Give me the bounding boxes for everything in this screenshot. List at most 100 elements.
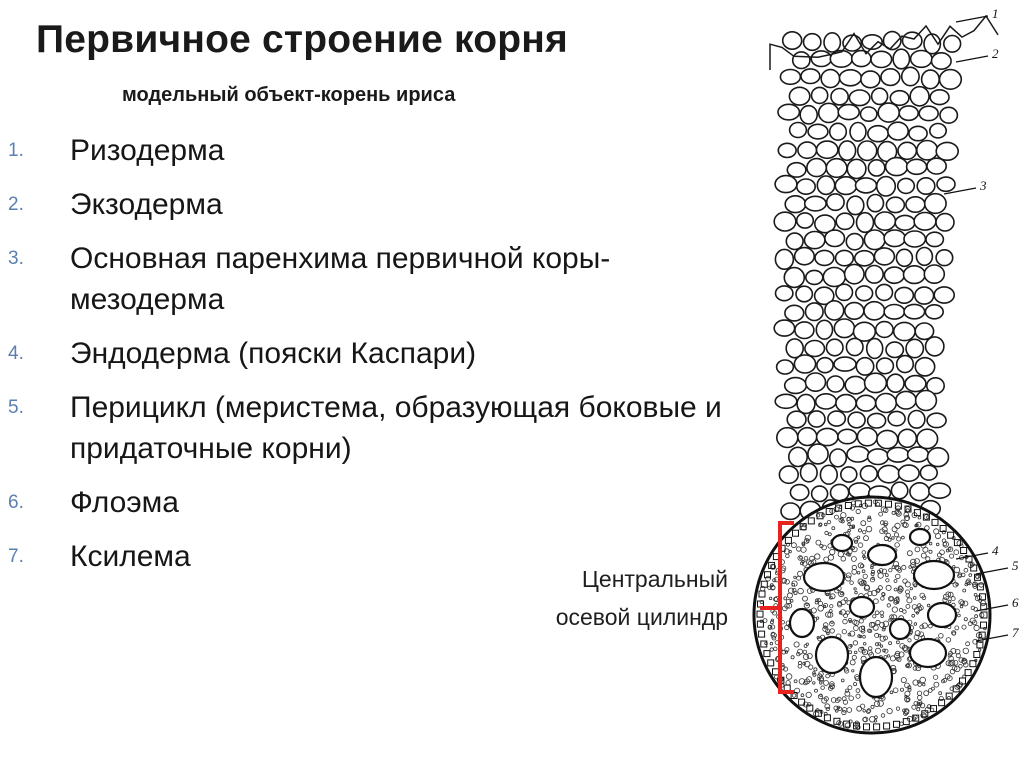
parenchyma-cell — [897, 428, 918, 449]
list-item: 6. Флоэма — [8, 482, 798, 523]
parenchyma-cell — [846, 445, 870, 463]
parenchyma-cell — [793, 354, 817, 374]
parenchyma-cell — [796, 178, 817, 195]
parenchyma-cell — [877, 464, 901, 484]
figure-number-label: 3 — [979, 178, 987, 193]
parenchyma-cell — [866, 193, 885, 213]
parenchyma-cell — [865, 337, 884, 360]
parenchyma-cell — [914, 322, 935, 341]
parenchyma-cell — [935, 212, 955, 232]
parenchyma-cell — [894, 286, 915, 304]
parenchyma-cell — [873, 247, 896, 266]
parenchyma-cell — [935, 141, 959, 162]
xylem-vessel — [788, 607, 816, 639]
parenchyma-cell — [886, 373, 905, 394]
parenchyma-cell — [924, 303, 945, 320]
parenchyma-cell — [840, 466, 858, 483]
parenchyma-cell — [844, 301, 865, 321]
figure-number-label: 1 — [992, 6, 999, 21]
parenchyma-cell — [774, 248, 795, 270]
parenchyma-cell — [825, 193, 845, 212]
parenchyma-cell — [925, 231, 945, 248]
parenchyma-cell — [905, 338, 925, 359]
parenchyma-cell — [843, 263, 865, 285]
central-cylinder-bracket — [760, 521, 794, 694]
list-item: 5. Перицикл (меристема, образующая боков… — [8, 387, 798, 469]
central-cylinder-caption: Центральный осевой цилиндр — [556, 560, 728, 636]
parenchyma-cell — [930, 51, 952, 70]
parenchyma-cell — [924, 336, 945, 357]
parenchyma-cell — [846, 195, 865, 216]
parenchyma-cell — [939, 106, 959, 124]
parenchyma-cell — [864, 264, 885, 284]
parenchyma-cell — [816, 175, 836, 196]
parenchyma-cell — [902, 265, 926, 285]
parenchyma-cell — [859, 465, 879, 483]
parenchyma-cell — [778, 465, 800, 485]
parenchyma-cell — [908, 125, 928, 142]
parenchyma-cell — [855, 211, 875, 234]
parenchyma-cell — [846, 158, 867, 180]
parenchyma-cell — [777, 142, 797, 159]
parenchyma-cell — [929, 122, 948, 139]
parenchyma-cell — [875, 283, 894, 302]
parenchyma-cell — [837, 428, 858, 445]
parenchyma-cell — [781, 30, 803, 50]
parenchyma-cell — [803, 195, 827, 212]
parenchyma-cell — [853, 249, 875, 267]
parenchyma-cell — [815, 319, 834, 340]
parenchyma-cell — [854, 177, 878, 194]
parenchyma-cell — [795, 285, 814, 303]
parenchyma-cell — [885, 341, 905, 359]
parenchyma-cell — [849, 121, 867, 142]
parenchyma-cell — [903, 230, 927, 248]
parenchyma-cell — [788, 86, 811, 106]
list-item-text: Флоэма — [70, 486, 179, 519]
figure-number-label: 4 — [992, 543, 999, 558]
list-item-text: Ксилема — [70, 540, 191, 573]
parenchyma-cell — [889, 89, 910, 107]
parenchyma-cell — [797, 426, 818, 447]
parenchyma-cell — [905, 196, 926, 214]
list-item: 1. Ризодерма — [8, 130, 798, 171]
parenchyma-cell — [844, 375, 867, 395]
parenchyma-cell — [880, 67, 901, 87]
parenchyma-cell — [875, 357, 895, 375]
parenchyma-cell — [896, 177, 916, 195]
list-item-number: 2. — [8, 194, 24, 215]
parenchyma-cell — [876, 429, 899, 450]
parenchyma-cell — [835, 393, 857, 413]
parenchyma-cell — [794, 321, 815, 340]
parenchyma-cell — [784, 195, 807, 214]
xylem-vessel — [866, 543, 898, 567]
list-item-text: Экзодерма — [70, 188, 223, 221]
parenchyma-cell — [779, 68, 802, 86]
list-item: 2. Экзодерма — [8, 184, 798, 225]
figure-number-label: 7 — [1012, 625, 1019, 640]
figure-number-label: 6 — [1012, 595, 1019, 610]
parenchyma-cell — [837, 140, 857, 162]
parenchyma-cell — [873, 211, 897, 232]
parenchyma-cell — [920, 69, 940, 90]
xylem-vessel — [802, 561, 846, 593]
parenchyma-cell — [803, 230, 826, 250]
page-subtitle: модельный объект-корень ириса — [122, 84, 456, 106]
parenchyma-cell — [926, 157, 948, 175]
list-item-number: 4. — [8, 343, 24, 364]
parenchyma-cell — [829, 483, 850, 502]
caption-line: Центральный — [581, 566, 728, 592]
parenchyma-cell — [895, 390, 917, 410]
parenchyma-cell — [916, 428, 939, 450]
parenchyma-cell — [826, 375, 845, 393]
xylem-vessel — [858, 655, 894, 699]
parenchyma-cell — [783, 266, 806, 289]
parenchyma-cell — [814, 214, 837, 234]
parenchyma-cell — [814, 249, 835, 267]
parenchyma-cell — [929, 88, 950, 106]
parenchyma-cell — [895, 248, 914, 268]
parenchyma-cell — [859, 106, 878, 122]
parenchyma-cell — [943, 34, 962, 53]
parenchyma-cell — [810, 50, 833, 68]
parenchyma-cell — [837, 103, 860, 121]
